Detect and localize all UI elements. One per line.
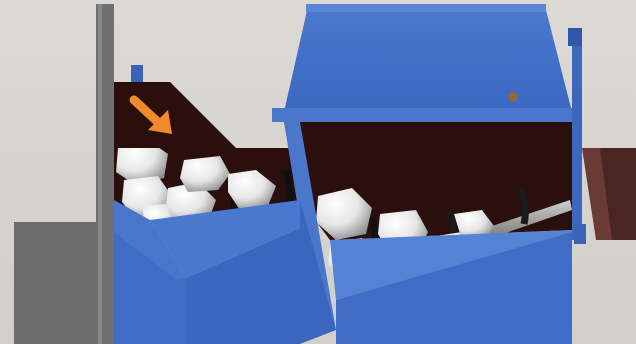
bolt: [508, 92, 518, 102]
chamber-hood: [272, 4, 578, 122]
